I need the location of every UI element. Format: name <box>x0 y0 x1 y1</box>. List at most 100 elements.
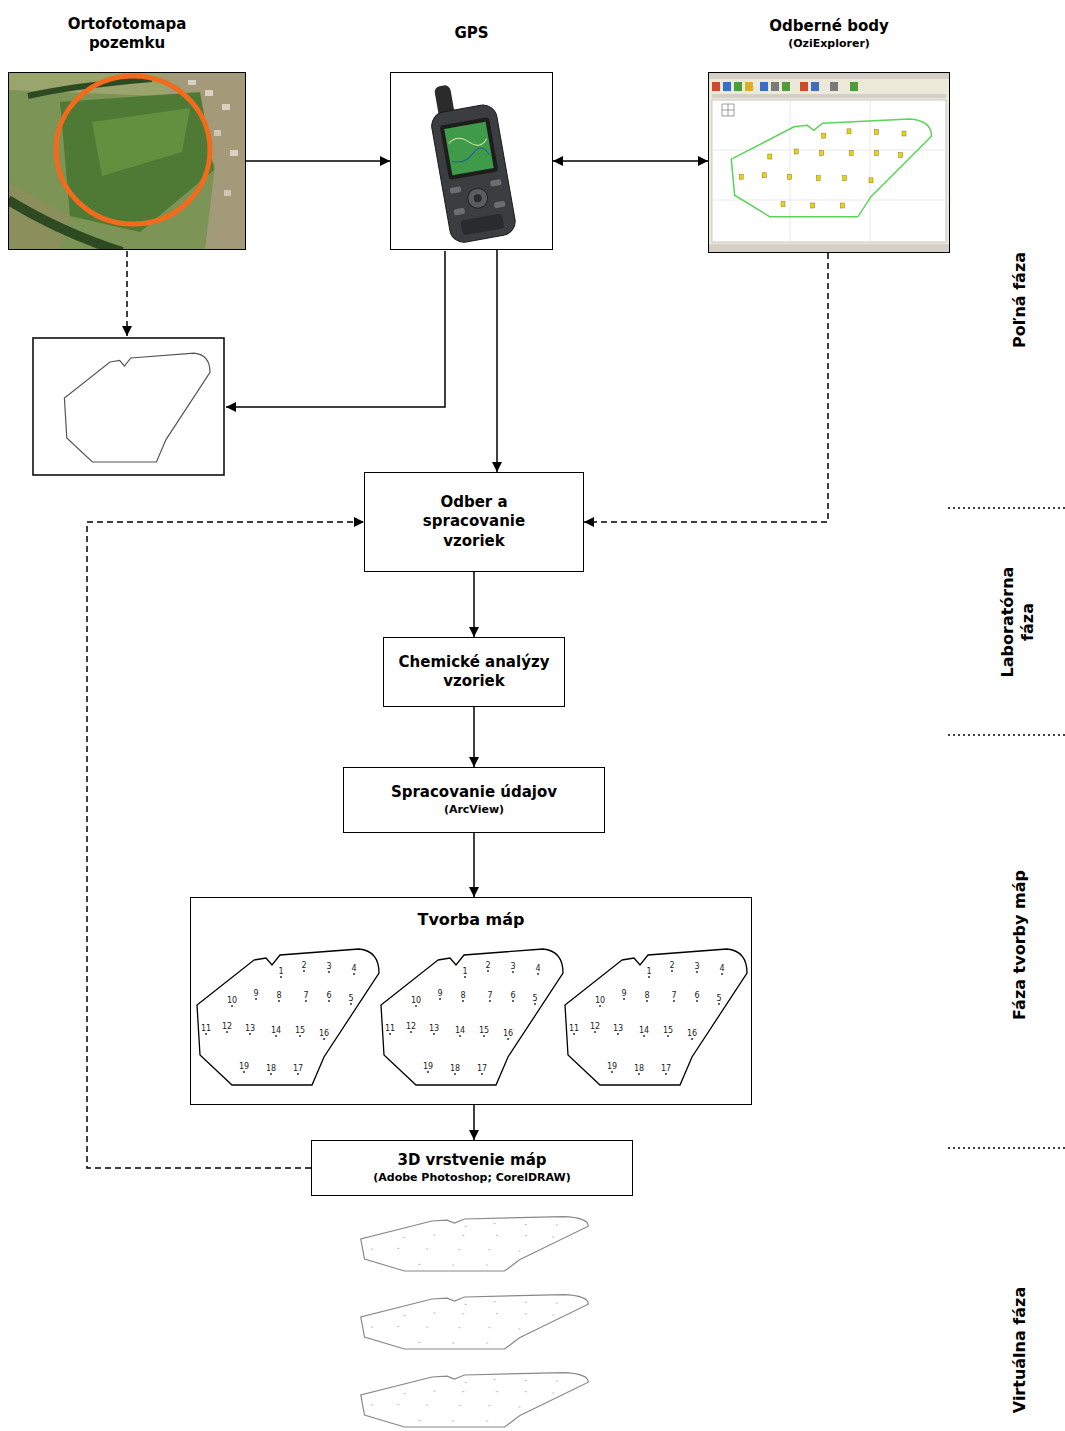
field-outline <box>361 1295 589 1349</box>
sample-number: 14 <box>639 1026 649 1035</box>
sample-point <box>371 1404 374 1406</box>
sample-point <box>433 1033 435 1035</box>
sample-point <box>556 1380 559 1382</box>
orthophoto <box>205 90 213 96</box>
sample-point <box>691 1038 693 1040</box>
sample-number: 15 <box>479 1026 489 1035</box>
sample-point <box>433 1312 436 1314</box>
sample-number: 8 <box>276 991 281 1000</box>
sample-point <box>696 971 698 973</box>
sample-point <box>270 1073 272 1075</box>
software-screenshot <box>800 82 808 91</box>
orthophoto <box>214 130 221 136</box>
sample-number: 9 <box>621 989 626 998</box>
sample-point <box>496 1391 499 1393</box>
phase-label: Poľná fáza <box>1010 252 1030 348</box>
sample-point <box>433 1390 436 1392</box>
software-screenshot <box>712 100 946 242</box>
sample-number: 12 <box>406 1022 416 1031</box>
sample-point <box>389 1033 391 1035</box>
flow-arrow <box>496 250 498 472</box>
sample-point <box>403 1393 406 1395</box>
sample-point <box>507 1038 509 1040</box>
orthophoto <box>8 200 122 250</box>
sample-point <box>418 1419 421 1421</box>
sample-point <box>556 1302 559 1304</box>
sample-point <box>493 1301 496 1303</box>
sample-point <box>452 1420 455 1422</box>
software-screenshot <box>760 82 768 91</box>
sample-number: 13 <box>613 1024 623 1033</box>
sample-point <box>496 1313 499 1315</box>
orthophoto <box>224 190 231 196</box>
sample-number: 16 <box>319 1029 329 1038</box>
sample-number: 19 <box>423 1062 433 1071</box>
flow-arrow <box>473 833 475 897</box>
sample-number: 6 <box>694 991 699 1000</box>
sample-point <box>280 976 282 978</box>
sample-number: 1 <box>462 967 467 976</box>
image-frame <box>390 72 553 250</box>
software-screenshot <box>722 104 734 116</box>
gps-device <box>444 122 494 176</box>
sample-point <box>648 976 650 978</box>
sample-number: 5 <box>348 994 353 1003</box>
sample-point <box>488 1249 491 1251</box>
sample-number: 2 <box>485 961 490 970</box>
sample-point <box>297 1073 299 1075</box>
sample-point <box>458 1405 461 1407</box>
sample-point <box>464 976 466 978</box>
sample-point <box>397 1247 400 1249</box>
field-outline <box>731 119 931 217</box>
waypoint-marker <box>820 150 824 155</box>
sample-point <box>594 1031 596 1033</box>
software-screenshot <box>830 82 838 91</box>
sample-point <box>518 1250 521 1252</box>
image-box: GPS <box>390 5 553 250</box>
sample-number: 11 <box>385 1024 395 1033</box>
sample-point <box>427 1071 429 1073</box>
node-title: Tvorba máp <box>418 910 525 931</box>
sample-number: 7 <box>671 991 676 1000</box>
waypoint-marker <box>816 176 820 181</box>
field-outline <box>731 119 931 217</box>
field-outline-box <box>33 338 224 475</box>
node-subtitle: (ArcView) <box>444 803 504 817</box>
sample-number: 5 <box>532 994 537 1003</box>
software-screenshot <box>745 82 753 91</box>
sample-point <box>512 1000 514 1002</box>
gps-device <box>440 117 499 180</box>
waypoint-marker <box>739 174 743 179</box>
sample-number: 7 <box>487 991 492 1000</box>
sample-point <box>231 1005 233 1007</box>
sample-number: 18 <box>450 1064 460 1073</box>
waypoint-marker <box>869 178 873 183</box>
software-screenshot <box>709 73 949 252</box>
node-title: Spracovanie údajov <box>391 783 557 803</box>
sample-point <box>718 1003 720 1005</box>
waypoint-marker <box>849 150 853 155</box>
waypoint-marker <box>822 133 826 138</box>
sample-point <box>299 1035 301 1037</box>
sample-number: 4 <box>719 964 724 973</box>
sample-point <box>623 998 625 1000</box>
sample-point <box>426 1248 429 1250</box>
sample-point <box>493 1223 496 1225</box>
sample-point <box>458 1327 461 1329</box>
sample-point <box>486 1342 489 1344</box>
heading-area: Odberné body(OziExplorer) <box>708 5 950 63</box>
sample-point <box>464 1225 467 1227</box>
phase-label: Laboratórna fáza <box>998 562 1038 682</box>
sample-number: 18 <box>266 1064 276 1073</box>
gps-device <box>490 179 502 187</box>
waypoint-marker <box>781 202 785 207</box>
software-screenshot <box>734 82 742 91</box>
flow-arrow <box>473 1105 475 1140</box>
phase-label: Fáza tvorby máp <box>1010 870 1030 1020</box>
gps-device <box>460 213 504 235</box>
sample-point <box>534 1003 536 1005</box>
sample-point <box>328 971 330 973</box>
sample-number: 17 <box>661 1064 671 1073</box>
sample-point <box>646 1000 648 1002</box>
sample-number: 11 <box>201 1024 211 1033</box>
